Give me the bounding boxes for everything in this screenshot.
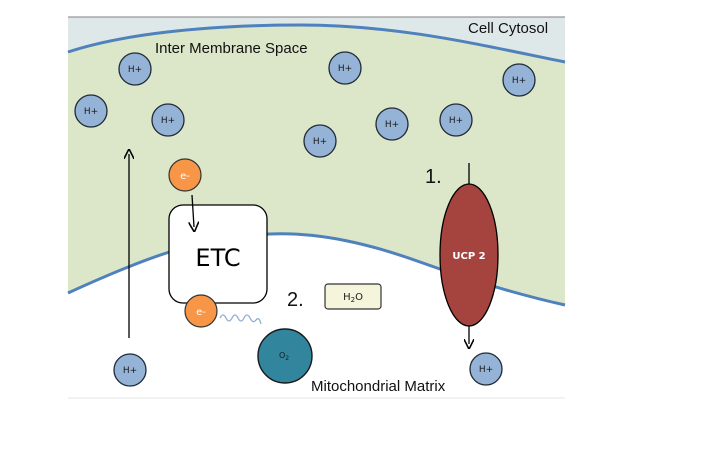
proton: H+ — [502, 63, 536, 97]
label-step-1: 1. — [425, 166, 442, 188]
proton: H+ — [469, 352, 503, 386]
electron-bottom: e- — [184, 294, 218, 328]
electron-top-label: e- — [180, 171, 190, 182]
proton: H+ — [113, 353, 147, 387]
proton: H+ — [303, 124, 337, 158]
etc-label: ETC — [195, 244, 240, 272]
oxygen-symbol: O — [279, 351, 285, 360]
oxygen-molecule: O2 — [257, 328, 313, 384]
water-molecule: H2O — [324, 283, 382, 310]
proton-circle — [469, 352, 503, 386]
proton: H+ — [74, 94, 108, 128]
proton-label: H+ — [123, 366, 137, 376]
proton-circle — [439, 103, 473, 137]
proton-label: H+ — [512, 76, 526, 86]
proton-label: H+ — [161, 116, 175, 126]
proton-circle — [118, 52, 152, 86]
label-intermembrane-space: Inter Membrane Space — [155, 40, 308, 57]
water-o: O — [355, 292, 363, 303]
proton: H+ — [328, 51, 362, 85]
water-h: H — [343, 292, 351, 303]
svg-text:H2O: H2O — [343, 292, 363, 304]
outer-membrane — [67, 23, 566, 64]
svg-text:O2: O2 — [279, 351, 289, 362]
proton-circle — [328, 51, 362, 85]
proton: H+ — [118, 52, 152, 86]
proton-label: H+ — [385, 120, 399, 130]
proton-label: H+ — [84, 107, 98, 117]
proton-label: H+ — [128, 65, 142, 75]
proton-label: H+ — [449, 116, 463, 126]
proton-label: H+ — [338, 64, 352, 74]
proton: H+ — [375, 107, 409, 141]
proton-circle — [502, 63, 536, 97]
label-mitochondrial-matrix: Mitochondrial Matrix — [311, 378, 446, 395]
electron-top: e- — [168, 158, 202, 192]
electron-entry-arrow — [192, 194, 194, 227]
label-cell-cytosol: Cell Cytosol — [468, 20, 548, 37]
proton-circle — [151, 103, 185, 137]
electron-transfer-squiggle — [219, 314, 262, 325]
proton-circle — [74, 94, 108, 128]
proton-label: H+ — [313, 137, 327, 147]
proton-label: H+ — [479, 365, 493, 375]
proton-circle — [303, 124, 337, 158]
proton: H+ — [151, 103, 185, 137]
proton: H+ — [439, 103, 473, 137]
electron-bottom-label: e- — [196, 307, 206, 318]
oxygen-subscript: 2 — [285, 355, 289, 362]
ucp2-label: UCP 2 — [452, 251, 485, 262]
proton-circle — [375, 107, 409, 141]
label-step-2: 2. — [287, 289, 304, 311]
water-subscript: 2 — [351, 296, 355, 304]
proton-circle — [113, 353, 147, 387]
